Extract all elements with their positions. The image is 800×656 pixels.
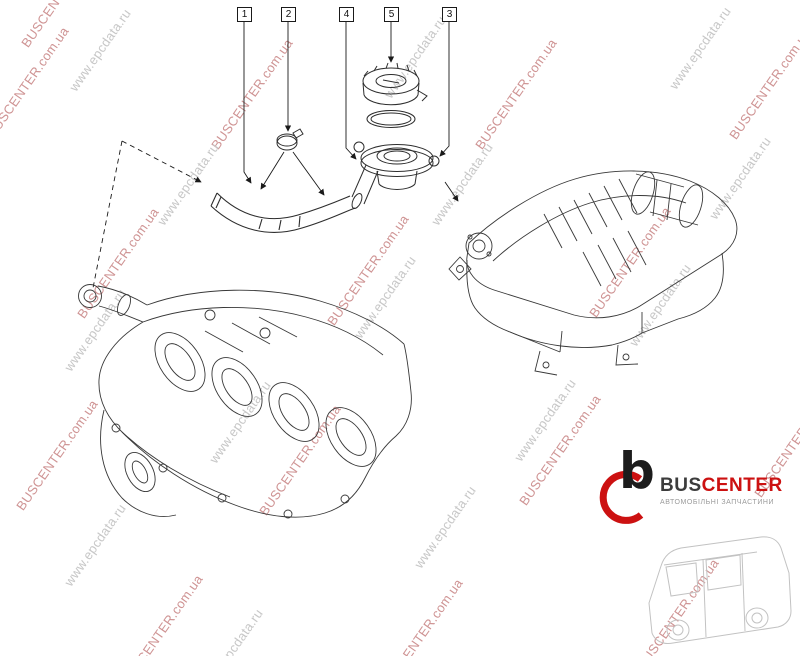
callout-2[interactable]: 2	[281, 7, 296, 22]
engine-cover-part	[448, 170, 738, 376]
brand-name: BUSCENTER	[660, 475, 783, 497]
hose-clamp-part	[276, 128, 304, 151]
logo-b-letter: b	[619, 442, 655, 500]
callout-5-label: 5	[388, 9, 395, 20]
logo-text: BUSCENTER АВТОМОБІЛЬНІ ЗАПЧАСТИНИ	[660, 475, 783, 506]
callout-5[interactable]: 5	[384, 7, 399, 22]
callout-4[interactable]: 4	[339, 7, 354, 22]
van-sketch	[648, 536, 792, 644]
logo-c-mark-icon	[599, 470, 644, 524]
oil-filler-cap-part	[362, 62, 428, 106]
callout-2-label: 2	[285, 9, 292, 20]
leader-lines	[92, 22, 459, 289]
callout-1-label: 1	[241, 9, 248, 20]
intake-manifold-part	[78, 284, 412, 519]
brand-name-accent: CENTER	[701, 475, 783, 496]
breather-hose-part	[210, 192, 356, 233]
o-ring-part	[366, 110, 416, 128]
callout-3-label: 3	[446, 9, 453, 20]
callout-1[interactable]: 1	[237, 7, 252, 22]
brand-name-primary: BUS	[660, 475, 702, 496]
buscenter-logo: b BUSCENTER АВТОМОБІЛЬНІ ЗАПЧАСТИНИ	[592, 446, 798, 538]
callout-3[interactable]: 3	[442, 7, 457, 22]
breather-flange-part	[351, 141, 440, 209]
callout-4-label: 4	[343, 9, 350, 20]
brand-tagline: АВТОМОБІЛЬНІ ЗАПЧАСТИНИ	[660, 498, 775, 506]
